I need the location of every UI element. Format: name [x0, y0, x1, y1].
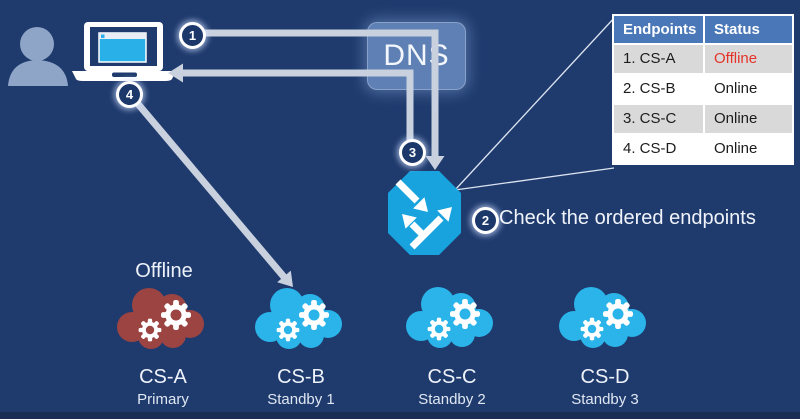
- table-callout-lines: [454, 15, 617, 191]
- step-badge-4: 4: [116, 81, 143, 108]
- user-icon: [8, 27, 68, 86]
- endpoint-cell: 2. CS-B: [614, 75, 703, 103]
- step2-caption: Check the ordered endpoints: [499, 207, 756, 229]
- dns-label: DNS: [383, 39, 450, 72]
- laptop-icon: [72, 22, 176, 81]
- endpoints-table: Endpoints Status 1. CS-A Offline 2. CS-B…: [612, 14, 794, 165]
- step-badge-1-number: 1: [188, 28, 197, 43]
- step-badge-1: 1: [179, 22, 206, 49]
- cloud-name-cs-a: CS-A: [139, 366, 187, 388]
- gear-icon: [603, 299, 633, 329]
- cloud-icon-cs-a: [117, 288, 204, 349]
- table-header-endpoints: Endpoints: [614, 16, 703, 43]
- status-cell: Online: [705, 75, 792, 103]
- endpoint-cell: 4. CS-D: [614, 135, 703, 163]
- gear-icon: [138, 318, 162, 342]
- table-header-status: Status: [705, 16, 792, 43]
- bottom-strip: [0, 412, 800, 419]
- gear-icon: [276, 318, 300, 342]
- traffic-manager-icon: [388, 171, 461, 255]
- step-badge-2: 2: [472, 207, 499, 234]
- step-badge-3-number: 3: [408, 145, 417, 160]
- status-cell: Offline: [705, 45, 792, 73]
- gear-icon: [299, 300, 329, 330]
- cloud-icon-cs-c: [406, 287, 493, 348]
- status-cell: Online: [705, 105, 792, 133]
- gear-icon: [450, 299, 480, 329]
- endpoint-cell: 3. CS-C: [614, 105, 703, 133]
- step-badge-2-number: 2: [481, 213, 490, 228]
- cloud-name-cs-d: CS-D: [580, 366, 630, 388]
- gear-icon: [161, 300, 191, 330]
- step-badge-4-number: 4: [125, 87, 134, 102]
- browser-window-icon: [98, 32, 147, 63]
- cloud-name-cs-b: CS-B: [277, 366, 325, 388]
- cloud-icon-cs-b: [255, 288, 342, 349]
- cloud-role-cs-b: Standby 1: [267, 391, 335, 408]
- cloud-role-cs-c: Standby 2: [418, 391, 486, 408]
- endpoint-cell: 1. CS-A: [614, 45, 703, 73]
- offline-status-label: Offline: [135, 260, 193, 282]
- cloud-name-cs-c: CS-C: [427, 366, 477, 388]
- arrow-4-connect-standby: [130, 95, 293, 287]
- status-cell: Online: [705, 135, 792, 163]
- cloud-icon-cs-d: [559, 287, 646, 348]
- cloud-role-cs-d: Standby 3: [571, 391, 639, 408]
- gear-icon: [580, 317, 604, 341]
- dns-box: DNS: [367, 22, 466, 90]
- gear-icon: [427, 317, 451, 341]
- cloud-role-cs-a: Primary: [137, 391, 189, 408]
- step-badge-3: 3: [399, 139, 426, 166]
